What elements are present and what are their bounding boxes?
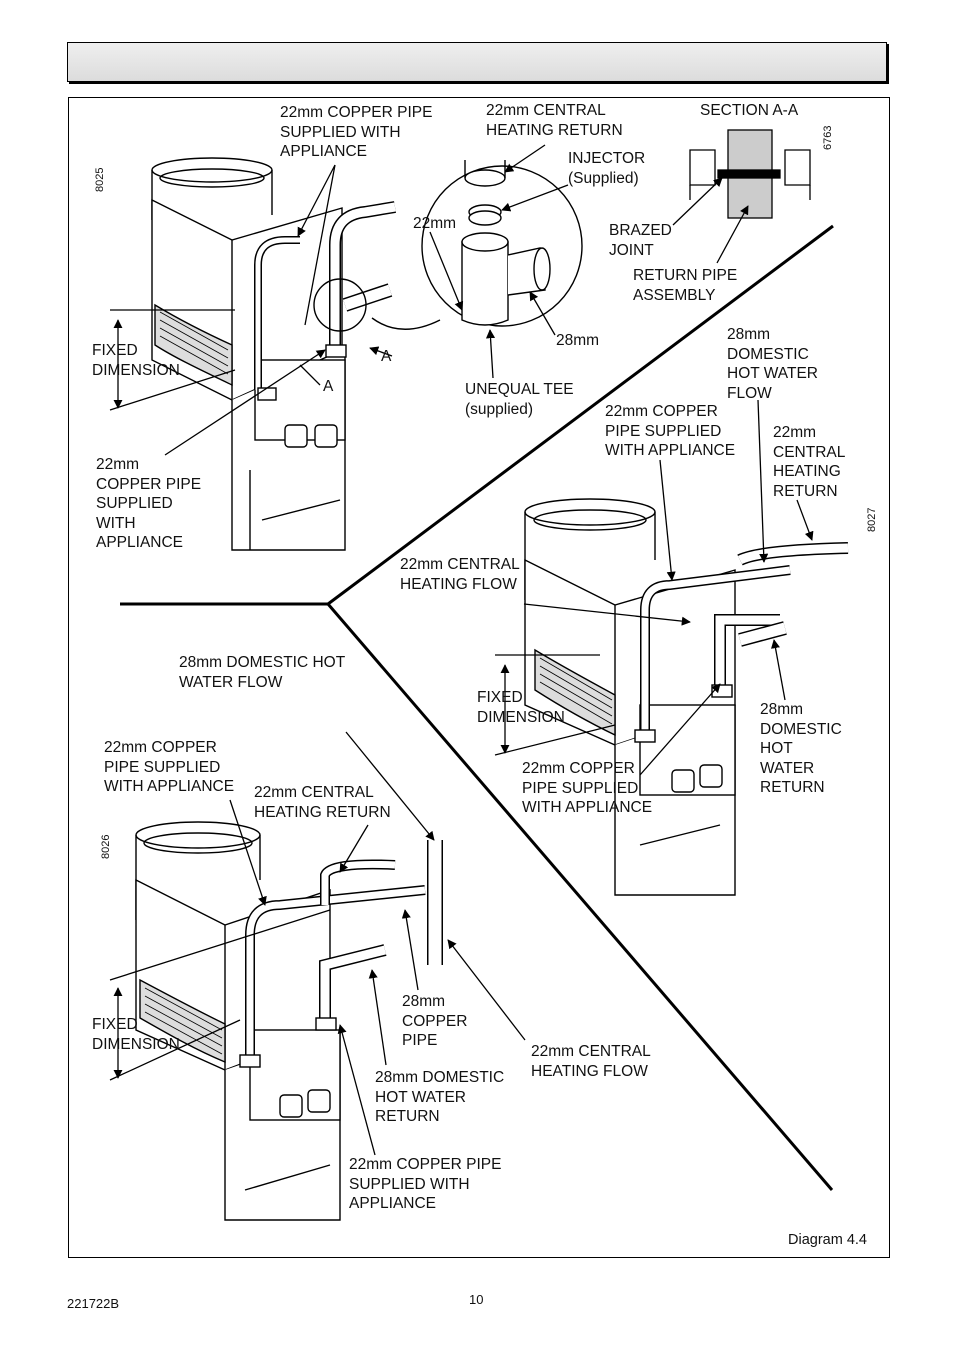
boiler-1 [151,157,396,551]
label-copper-pipe-supplied: 22mm COPPER PIPE SUPPLIED WITH APPLIANCE [605,403,736,459]
document-number: 221722B [67,1296,120,1311]
label-copper-pipe-supplied: 22mm COPPER PIPE SUPPLIED WITH APPLIANCE [349,1156,502,1212]
drawing-code-1: 8025 [94,167,106,192]
label-dhw-flow: 28mm DOMESTIC HOT WATER FLOW [179,654,346,691]
leader-lines [109,144,814,1156]
label-ch-return: 22mm CENTRAL HEATING RETURN [486,102,623,139]
label-ch-flow: 22mm CENTRAL HEATING FLOW [400,556,520,593]
detail-magnifier [371,160,583,330]
label-dhw-return: 28mm DOMESTIC HOT WATER RETURN [375,1069,505,1125]
label-ch-flow: 22mm CENTRAL HEATING FLOW [531,1043,651,1080]
label-section-a-marker: A [381,348,392,365]
label-ch-return: 22mm CENTRAL HEATING RETURN [254,784,391,821]
section-a-a [689,129,811,219]
label-fixed-dimension: FIXED DIMENSION [92,1016,180,1053]
diagram-frame [68,97,890,1258]
label-fixed-dimension: FIXED DIMENSION [477,689,565,726]
label-dhw-return: 28mm DOMESTIC HOT WATER RETURN [760,701,842,796]
panel-divider [120,224,834,1191]
label-unequal-tee: UNEQUAL TEE (supplied) [465,381,574,418]
label-brazed-joint: BRAZED JOINT [609,222,672,259]
label-section-a-marker: A [323,378,334,395]
label-section-a-a: SECTION A-A [700,102,799,119]
label-fixed-dimension: FIXED DIMENSION [92,342,180,379]
label-injector: INJECTOR (Supplied) [568,150,646,187]
label-copper-pipe-supplied: 22mm COPPER PIPE SUPPLIED WITH APPLIANCE [96,456,202,551]
drawing-code-section: 6763 [822,125,834,150]
label-copper-pipe-supplied: 22mm COPPER PIPE SUPPLIED WITH APPLIANCE [104,739,235,795]
label-copper-pipe-supplied: 22mm COPPER PIPE SUPPLIED WITH APPLIANCE [522,760,653,816]
label-copper-pipe-supplied: 22mm COPPER PIPE SUPPLIED WITH APPLIANCE [280,104,433,160]
drawing-code-3: 8026 [100,834,112,859]
page-number: 10 [469,1292,484,1307]
label-22mm: 22mm [413,215,457,232]
diagram-caption: Diagram 4.4 [788,1232,867,1248]
label-copper-pipe-28: 28mm COPPER PIPE [402,993,468,1049]
label-return-pipe-assembly: RETURN PIPE ASSEMBLY [633,267,738,304]
label-dhw-flow: 28mm DOMESTIC HOT WATER FLOW [727,326,818,402]
drawing-code-2: 8027 [866,507,878,532]
label-ch-return: 22mm CENTRAL HEATING RETURN [773,424,846,500]
label-28mm: 28mm [556,332,600,349]
header-bar [67,42,887,82]
boiler-2 [524,498,849,896]
